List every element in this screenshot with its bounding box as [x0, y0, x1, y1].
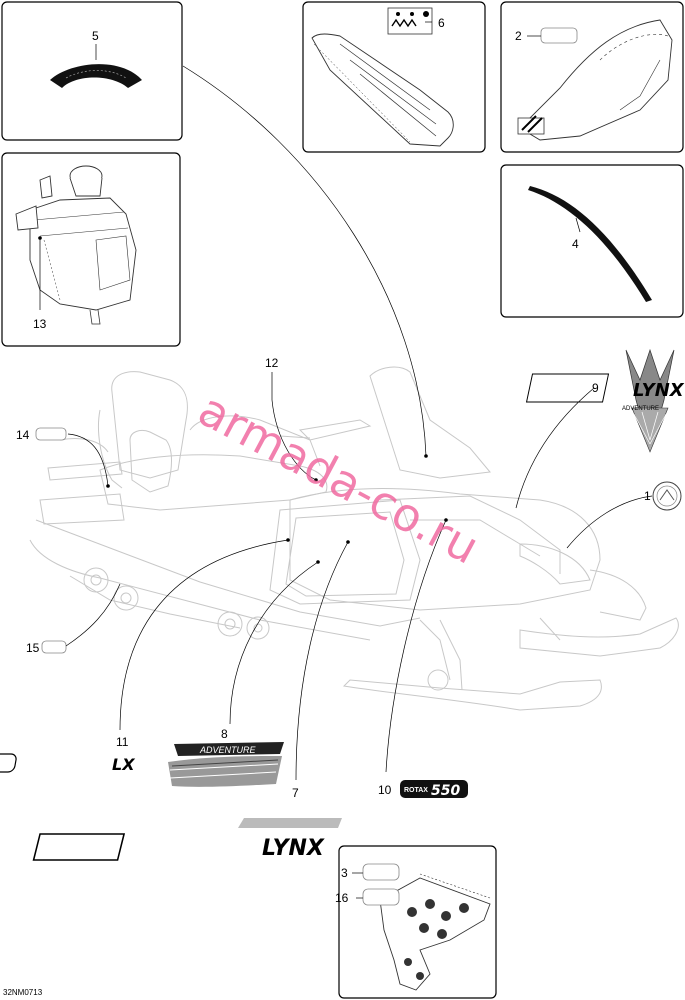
inset-decal-5 — [1, 1, 183, 141]
adventure-stripe-text: ADVENTURE — [199, 745, 257, 755]
callout-12: 12 — [265, 356, 279, 370]
callout-3: 3 — [341, 866, 348, 880]
callout-6: 6 — [438, 16, 445, 30]
diagram-code: 32NM0713 — [3, 988, 43, 997]
callout-14: 14 — [16, 428, 30, 442]
callout-2: 2 — [515, 29, 522, 43]
lynx-logo-text: LYNX — [262, 836, 325, 861]
watermark-text: armada-co.ru — [190, 382, 488, 575]
rotax-word: ROTAX — [404, 787, 428, 794]
round-badge-1 — [652, 481, 682, 511]
lynx-adventure-crest-9: LYNX ADVENTURE — [525, 348, 685, 453]
inset-bracket-3-16 — [338, 845, 497, 999]
rotax-model: 550 — [431, 783, 460, 799]
lx-logo-11: LX — [0, 753, 135, 774]
snowmobile-outline — [29, 366, 679, 711]
inset-strip-4 — [500, 164, 684, 318]
adventure-stripe-8: ADVENTURE — [168, 742, 284, 787]
callout-4: 4 — [572, 237, 579, 251]
callout-15: 15 — [26, 641, 40, 655]
lynx-logo-7: LYNX — [32, 818, 342, 861]
callout-5: 5 — [92, 29, 99, 43]
callout-11: 11 — [116, 735, 129, 749]
adventure-crest-text: ADVENTURE — [622, 406, 659, 412]
inset-fender-2 — [500, 1, 684, 153]
lynx-crest-text: LYNX — [633, 380, 685, 401]
callout-numbers: 1 2 3 4 5 6 7 8 9 10 11 12 13 14 15 16 — [16, 16, 651, 905]
callout-8: 8 — [221, 727, 228, 741]
callout-1: 1 — [644, 489, 651, 503]
callout-13: 13 — [33, 317, 47, 331]
tag-14 — [35, 427, 67, 441]
rotax-550-decal-10: ROTAX 550 — [400, 780, 468, 799]
callout-9: 9 — [592, 381, 599, 395]
callout-10: 10 — [378, 783, 392, 797]
leader-lines — [38, 21, 653, 899]
tag-15 — [41, 640, 67, 654]
lx-logo-text: LX — [112, 755, 135, 774]
inset-seat-6 — [302, 1, 486, 153]
callout-7: 7 — [292, 786, 299, 800]
callout-16: 16 — [335, 891, 349, 905]
inset-tank-13 — [1, 152, 181, 347]
